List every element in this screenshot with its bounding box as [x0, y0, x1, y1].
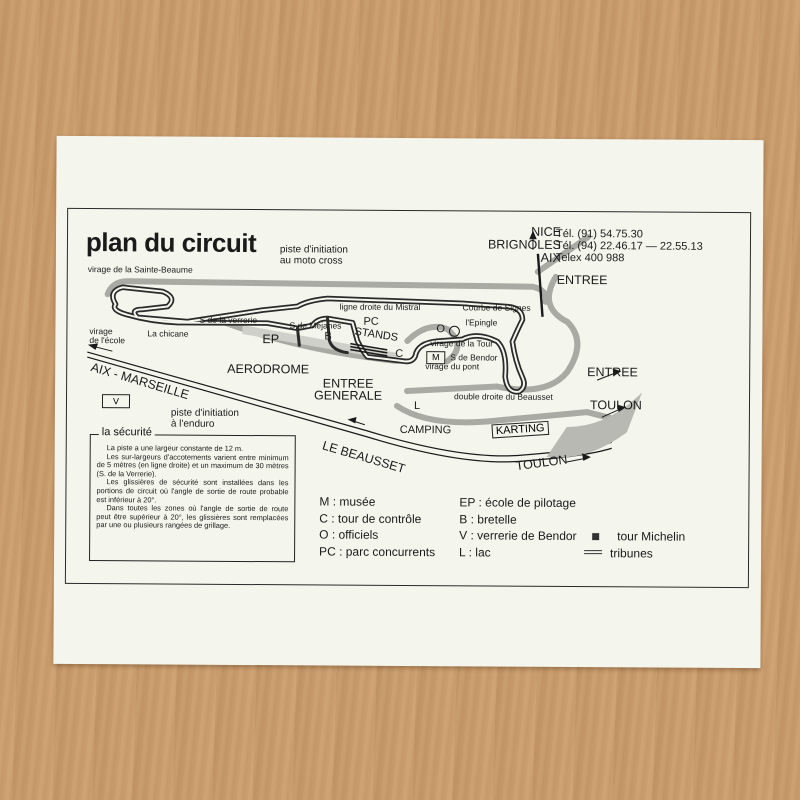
label-moto-cross: piste d'initiation au moto cross	[279, 244, 349, 267]
legend-item: M : musée	[319, 494, 376, 509]
runway	[242, 324, 398, 361]
safety-paragraph: Dans toutes les zones où l'angle de sort…	[96, 503, 289, 531]
legend-item: B : bretelle	[459, 511, 517, 527]
legend-item: V : verrerie de Bendor	[459, 528, 577, 544]
label-double-droite: double droite du Beausset	[454, 391, 553, 402]
label-pc: PC	[363, 315, 379, 328]
south-service-road	[393, 402, 590, 426]
legend-label: tribunes	[610, 545, 653, 560]
outer-service-road	[104, 278, 549, 305]
direction-arrows	[87, 230, 627, 463]
legend-item: PC : parc concurrents	[319, 543, 436, 559]
label-s-verrerie: S de la verrerie	[199, 314, 258, 326]
safety-box: la sécurité La piste a une largeur const…	[89, 426, 296, 563]
page-title: plan du circuit	[85, 227, 257, 259]
label-camping: CAMPING	[399, 423, 452, 437]
east-service-road	[404, 273, 581, 394]
safety-paragraph: Les sur-largeurs d'accotements varient e…	[96, 451, 289, 479]
telephone-2: Tél. (94) 22.46.17 — 22.55.13	[555, 239, 703, 253]
label-aerodrome: AERODROME	[227, 361, 310, 377]
label-b: B	[324, 330, 332, 343]
safety-title: la sécurité	[98, 426, 155, 439]
legend-item: C : tour de contrôle	[319, 510, 422, 526]
legend-column-2: EP : école de pilotage B : bretelle V : …	[459, 494, 577, 561]
label-s-mejanes: S de Méjanes	[289, 320, 342, 331]
dest-toulon-right: TOULON	[589, 398, 642, 413]
legend-item: EP : école de pilotage	[459, 495, 576, 511]
legend-column-1: M : musée C : tour de contrôle O : offic…	[319, 493, 435, 560]
map-frame: plan du circuit Tél. (91) 54.75.30 Tél. …	[64, 207, 752, 589]
michelin-tower-icon	[592, 533, 600, 541]
circuit-plan-sheet: plan du circuit Tél. (91) 54.75.30 Tél. …	[53, 135, 764, 669]
legend-label: tour Michelin	[617, 529, 686, 544]
safety-text: La piste a une largeur constante de 12 m…	[96, 443, 289, 531]
label-ligne-droite: ligne droite du Mistral	[339, 301, 421, 313]
dest-aix: AIX	[540, 250, 561, 265]
entry-top: ENTREE	[556, 272, 608, 288]
stands-bars	[350, 342, 388, 357]
toulon-wedge	[546, 392, 643, 458]
north-destinations: NICE BRIGNOLES AIX	[488, 225, 561, 265]
legend-item: O : officiels	[319, 527, 379, 542]
label-virage-tour: virage de la Tour	[430, 338, 494, 349]
verrerie-box: V	[101, 394, 131, 409]
safety-paragraph: Les glissières de sécurité sont installé…	[96, 477, 289, 505]
telex: Telex 400 988	[555, 251, 625, 265]
grandstand-icon	[584, 549, 603, 554]
legend-item: L : lac	[459, 544, 491, 560]
label-virage-pont: virage du pont	[425, 361, 480, 372]
contact-block: Tél. (91) 54.75.30 Tél. (94) 22.46.17 — …	[556, 228, 703, 265]
label-ep: EP	[262, 332, 280, 347]
label-sainte-baume: virage de la Sainte-Beaume	[87, 264, 193, 275]
legend-tribunes: tribunes	[584, 545, 685, 562]
label-chicane: La chicane	[147, 328, 189, 339]
label-o: O	[436, 323, 446, 336]
label-entree-generale: ENTREE GENERALE	[313, 376, 383, 403]
circuit-track	[110, 284, 527, 395]
legend-column-3: tour Michelin tribunes	[584, 528, 686, 562]
legend-michelin: tour Michelin	[592, 528, 686, 545]
label-c: C	[395, 347, 404, 360]
label-virage-ecole: virage de l'école	[89, 326, 126, 346]
label-lac: L	[413, 400, 421, 413]
lake-road	[404, 323, 461, 365]
label-courbe-signes: Courbe de Signes	[462, 302, 531, 313]
circuit-map	[87, 230, 643, 463]
label-enduro: piste d'initiation à l'enduro	[170, 407, 240, 430]
entry-right: ENTREE	[587, 365, 638, 380]
label-epingle: l'Epingle	[465, 317, 498, 328]
officials-marker	[448, 325, 460, 337]
service-roads	[104, 234, 630, 426]
nice-road	[536, 253, 544, 317]
north-access-road	[534, 234, 592, 275]
telephone-1: Tél. (91) 54.75.30	[555, 227, 643, 241]
